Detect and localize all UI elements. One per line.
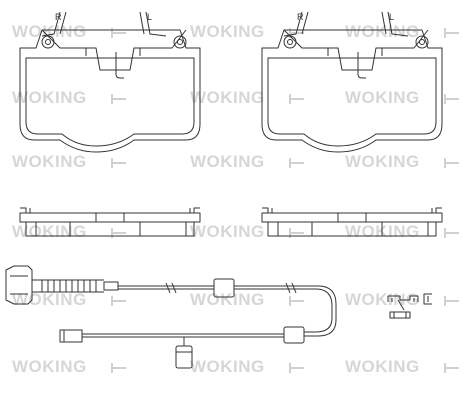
brake-pad-right-side-view [261, 207, 443, 237]
watermark-bracket-marks [111, 28, 459, 373]
wear-sensor-cable [5, 265, 337, 369]
mounting-clips [387, 293, 432, 319]
watermark: WOKING [12, 357, 87, 376]
watermark: WOKING [345, 22, 420, 41]
watermark: WOKING [190, 222, 265, 241]
brake-pad-left-side-view [19, 207, 201, 237]
watermark: WOKING [190, 152, 265, 171]
clip-mark-right-pad-r: R [297, 12, 304, 22]
watermark: WOKING [12, 22, 87, 41]
watermark: WOKING [345, 152, 420, 171]
brake-pad-left-front-view [19, 11, 201, 153]
watermark: WOKING [12, 290, 87, 309]
watermark: WOKING [190, 290, 265, 309]
watermark: WOKING [345, 357, 420, 376]
watermark: WOKING [12, 152, 87, 171]
watermark: WOKING [190, 88, 265, 107]
watermark: WOKING [190, 22, 265, 41]
brake-pad-right-front-view [261, 11, 443, 153]
watermark: WOKING [190, 357, 265, 376]
watermark: WOKING [345, 88, 420, 107]
clip-mark-right-pad-l: L [389, 12, 395, 22]
watermark: WOKING [12, 88, 87, 107]
clip-mark-left-pad-r: R [55, 12, 62, 22]
clip-mark-left-pad-l: L [147, 12, 153, 22]
